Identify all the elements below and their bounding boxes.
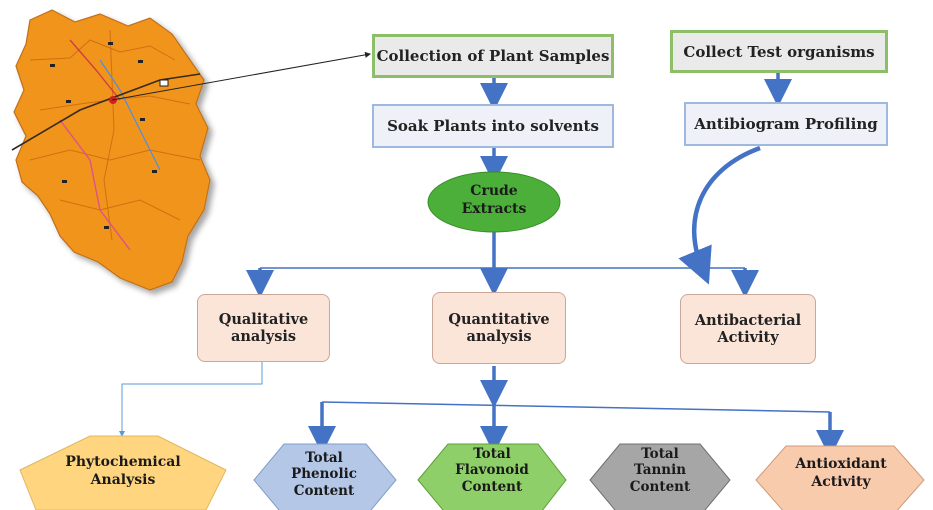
- branch-connectors: [246, 267, 844, 458]
- antibiogram-box: Antibiogram Profiling: [684, 102, 888, 146]
- map-details: [11, 29, 201, 251]
- soak-plants-box: Soak Plants into solvents: [372, 104, 614, 148]
- quantitative-analysis-box: Quantitative analysis: [432, 292, 566, 364]
- tannin-node: [589, 443, 731, 510]
- soak-plants-label: Soak Plants into solvents: [387, 117, 599, 135]
- tannin-label: Total Tannin Content: [629, 446, 691, 495]
- phenolic-node: [253, 443, 397, 510]
- qualitative-line1: Qualitative: [218, 310, 309, 328]
- antibiogram-to-antibacterial-arrow: [678, 145, 761, 285]
- quantitative-line2: analysis: [466, 328, 532, 345]
- collection-plant-samples-box: Collection of Plant Samples: [372, 34, 614, 78]
- collect-test-organisms-label: Collect Test organisms: [683, 42, 875, 61]
- map-icon: [13, 9, 211, 291]
- flavonoid-node: [417, 443, 567, 510]
- crude-extracts-label: Crude Extracts: [461, 183, 527, 217]
- collection-plant-samples-label: Collection of Plant Samples: [376, 47, 610, 65]
- antibacterial-activity-box: Antibacterial Activity: [680, 294, 816, 364]
- qualitative-line2: analysis: [230, 328, 297, 345]
- flow-arrows: [480, 73, 792, 408]
- antioxidant-label: Antioxidant Activity: [795, 456, 887, 490]
- antibiogram-label: Antibiogram Profiling: [694, 115, 878, 133]
- map-markers: [50, 42, 169, 229]
- antioxidant-node: [755, 445, 925, 510]
- map-to-collection-arrow: [111, 51, 371, 101]
- antibacterial-line1: Antibacterial: [694, 311, 802, 329]
- collect-test-organisms-box: Collect Test organisms: [670, 30, 888, 73]
- crude-extracts-node: [427, 171, 561, 233]
- flavonoid-label: Total Flavonoid Content: [455, 446, 529, 495]
- phenolic-label: Total Phenolic Content: [291, 450, 357, 499]
- phytochemical-label: Phytochemical Analysis: [65, 454, 181, 488]
- phytochemical-node: [19, 435, 227, 510]
- qualitative-analysis-box: Qualitative analysis: [197, 294, 330, 362]
- antibacterial-line2: Activity: [717, 329, 779, 346]
- quantitative-line1: Quantitative: [448, 310, 550, 328]
- qualitative-to-phytochemical-arrow: [119, 362, 263, 437]
